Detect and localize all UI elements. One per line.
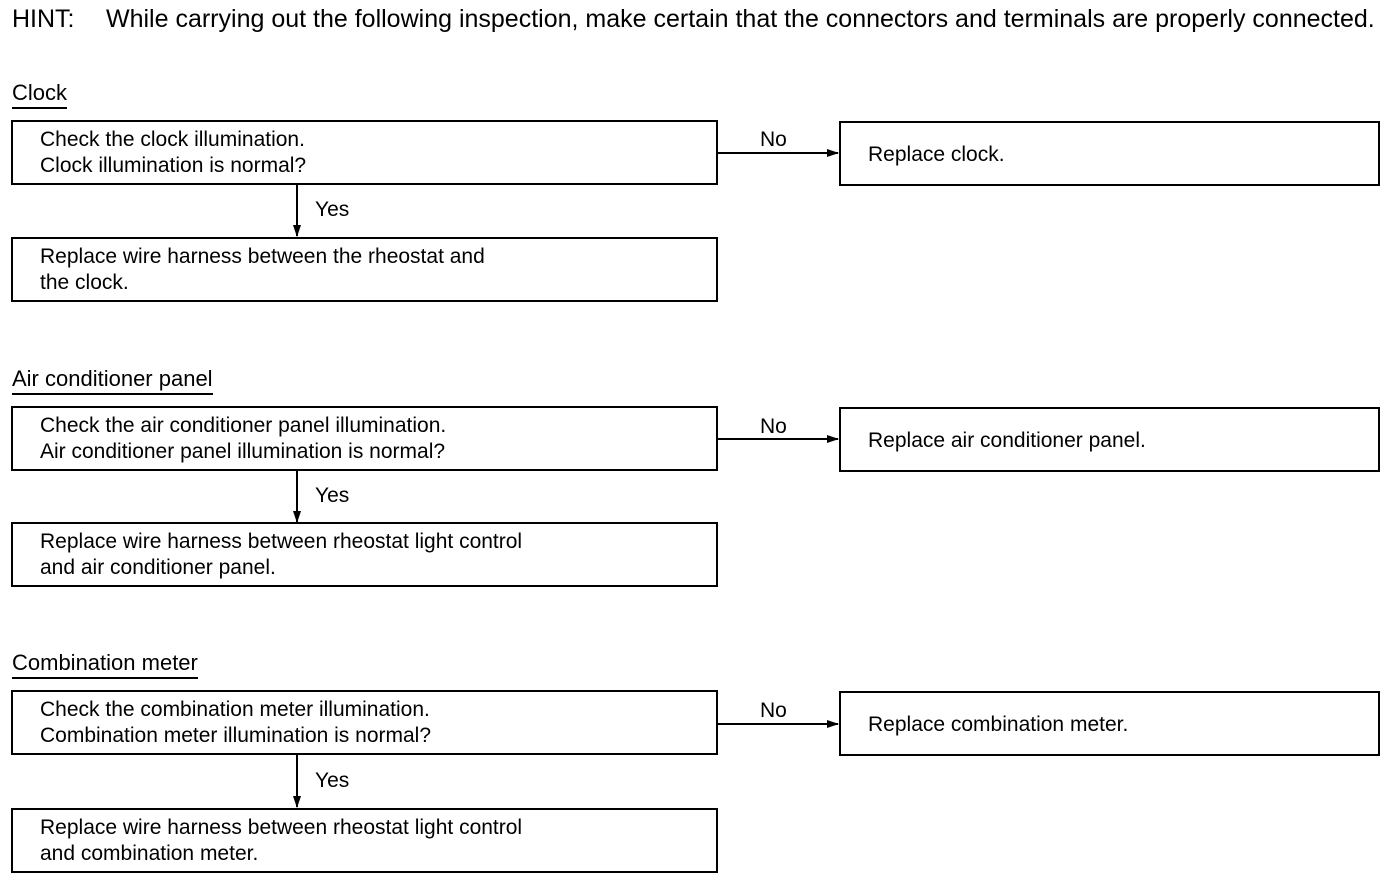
clock-yes-action-box: Replace wire harness between the rheosta… bbox=[11, 237, 718, 302]
clock-no-action-box: Replace clock. bbox=[839, 121, 1380, 186]
section-title-air-conditioner: Air conditioner panel bbox=[12, 366, 213, 395]
clock-yes-line1: Replace wire harness between the rheosta… bbox=[40, 245, 485, 268]
ac-check-box: Check the air conditioner panel illumina… bbox=[11, 406, 718, 471]
clock-no-label: No bbox=[760, 128, 787, 151]
hint-text: While carrying out the following inspect… bbox=[106, 5, 1375, 33]
meter-check-line1: Check the combination meter illumination… bbox=[40, 698, 430, 721]
ac-yes-action-box: Replace wire harness between rheostat li… bbox=[11, 522, 718, 587]
meter-no-action-text: Replace combination meter. bbox=[868, 713, 1129, 736]
section-title-clock: Clock bbox=[12, 80, 68, 109]
meter-check-box: Check the combination meter illumination… bbox=[11, 690, 718, 755]
meter-no-label: No bbox=[760, 699, 787, 722]
clock-yes-line2: the clock. bbox=[40, 271, 129, 294]
ac-no-action-text: Replace air conditioner panel. bbox=[868, 429, 1146, 452]
meter-check-line2: Combination meter illumination is normal… bbox=[40, 724, 432, 747]
clock-check-line1: Check the clock illumination. bbox=[40, 128, 305, 151]
clock-yes-label: Yes bbox=[315, 198, 350, 221]
meter-no-action-box: Replace combination meter. bbox=[839, 691, 1380, 756]
meter-yes-action-box: Replace wire harness between rheostat li… bbox=[11, 808, 718, 873]
ac-check-line2: Air conditioner panel illumination is no… bbox=[40, 440, 446, 463]
meter-yes-line1: Replace wire harness between rheostat li… bbox=[40, 816, 523, 839]
clock-check-box: Check the clock illumination. Clock illu… bbox=[11, 120, 718, 185]
ac-no-label: No bbox=[760, 415, 787, 438]
clock-check-line2: Clock illumination is normal? bbox=[40, 154, 307, 177]
meter-yes-label: Yes bbox=[315, 769, 350, 792]
ac-check-line1: Check the air conditioner panel illumina… bbox=[40, 414, 447, 437]
ac-yes-label: Yes bbox=[315, 484, 350, 507]
meter-yes-line2: and combination meter. bbox=[40, 842, 259, 865]
clock-no-action-text: Replace clock. bbox=[868, 143, 1005, 166]
section-title-combination-meter: Combination meter bbox=[12, 650, 198, 679]
hint-label: HINT: bbox=[12, 5, 75, 33]
ac-no-action-box: Replace air conditioner panel. bbox=[839, 407, 1380, 472]
ac-yes-line2: and air conditioner panel. bbox=[40, 556, 276, 579]
ac-yes-line1: Replace wire harness between rheostat li… bbox=[40, 530, 523, 553]
